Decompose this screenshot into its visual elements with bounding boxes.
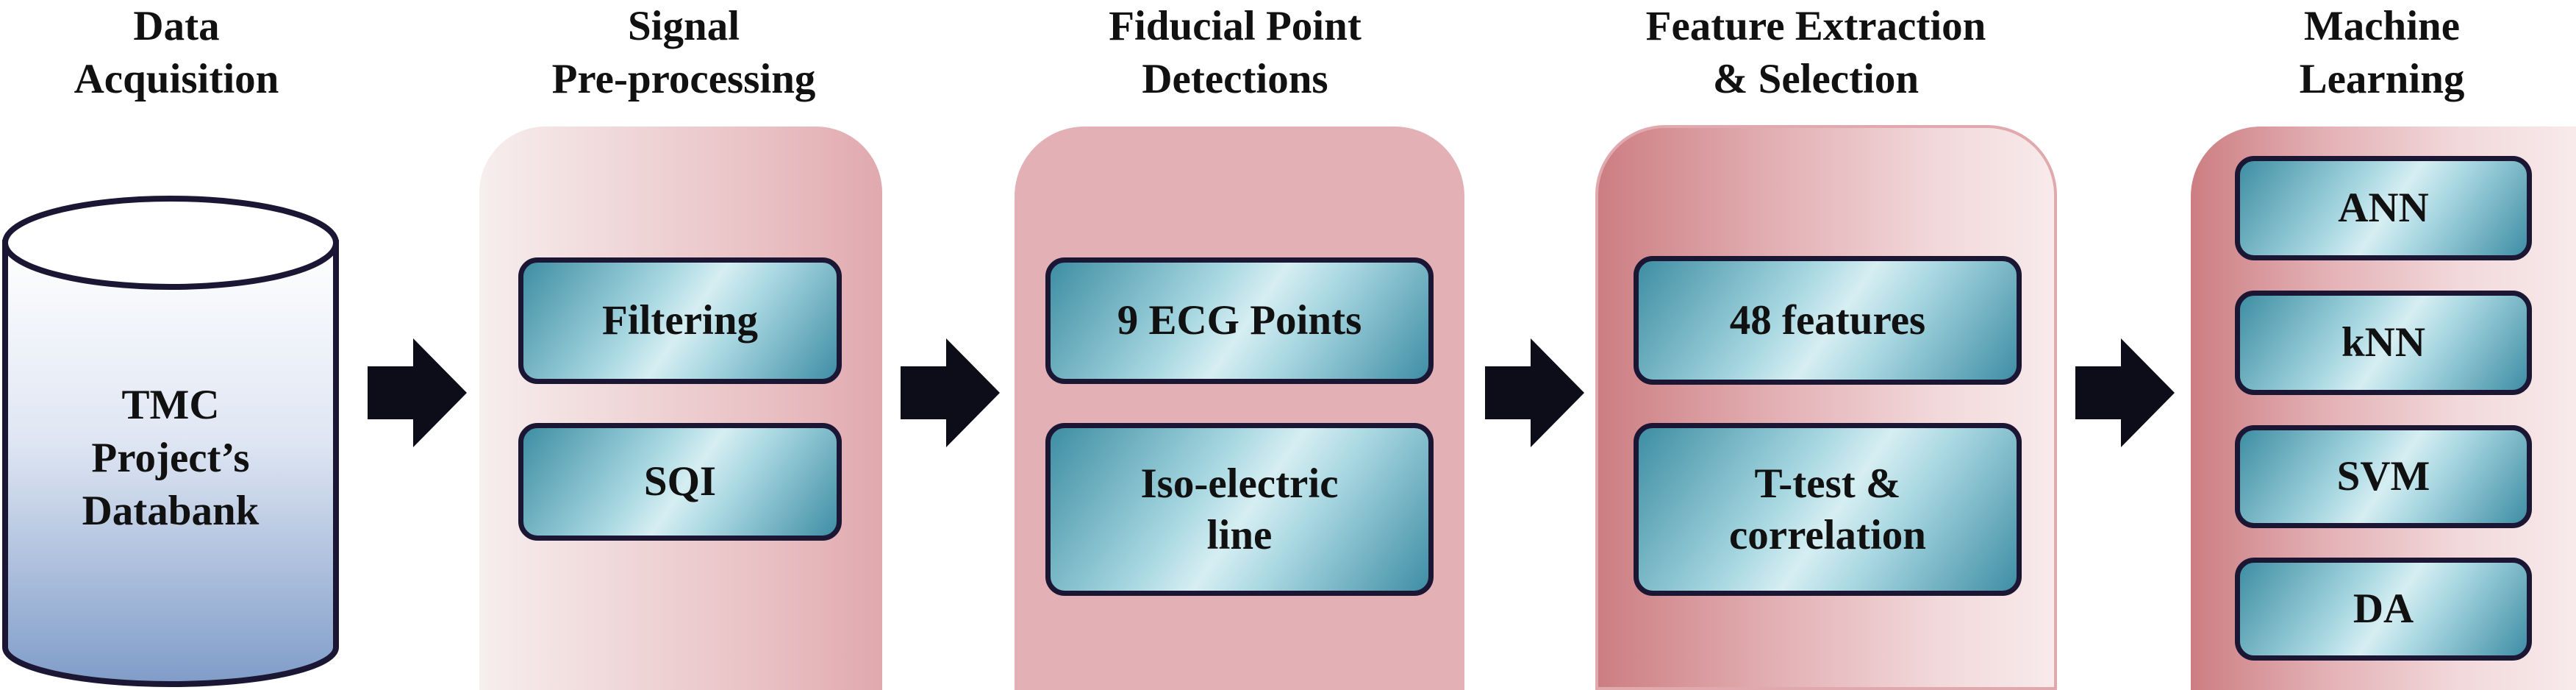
stage-title-fiducial-point: Fiducial Point Detections [1015,0,1456,106]
features-count-box: 48 features [1634,256,2022,385]
stage-title-line: Machine [2303,3,2461,49]
database-label: TMC Project’s Databank [22,379,319,538]
stage-title-data-acquisition: Data Acquisition [29,0,323,106]
stage-title-line: Acquisition [74,56,279,102]
database-label-line: Databank [82,488,260,534]
knn-label: kNN [2341,319,2426,366]
stage-title-machine-learning: Machine Learning [2235,0,2529,106]
ttest-correlation-label-line: T-test & [1754,460,1901,507]
sqi-box: SQI [518,423,842,541]
stage-title-line: Detections [1142,56,1328,102]
stage-title-line: & Selection [1712,56,1920,102]
sqi-label: SQI [643,458,717,505]
iso-electric-label-line: line [1206,511,1273,558]
cylinder-body [2,240,339,687]
knn-box: kNN [2235,291,2532,395]
cylinder-top [2,196,339,290]
iso-electric-label-line: Iso-electric [1140,460,1339,507]
preprocessing-panel [479,127,882,690]
fiducial-panel [1015,127,1464,690]
arrow-right-icon [901,338,1000,447]
svm-label: SVM [2336,453,2430,499]
database-label-line: TMC [121,382,220,428]
database-cylinder-icon [2,196,339,687]
ecg-points-label: 9 ECG Points [1117,297,1362,344]
stage-title-feature-extraction: Feature Extraction & Selection [1595,0,2036,106]
filtering-box: Filtering [518,257,842,384]
stage-title-signal-preprocessing: Signal Pre-processing [500,0,867,106]
stage-title-line: Fiducial Point [1109,3,1362,49]
ecg-points-box: 9 ECG Points [1045,257,1434,384]
arrow-right-icon [1485,338,1584,447]
ttest-correlation-label-line: correlation [1728,511,1927,558]
features-count-label: 48 features [1729,296,1926,344]
filtering-label: Filtering [601,297,759,344]
arrow-right-icon [368,338,467,447]
ann-label: ANN [2338,185,2429,231]
stage-title-line: Feature Extraction [1645,3,1986,49]
arrow-right-icon [2075,338,2175,447]
da-box: DA [2235,558,2532,661]
features-panel [1595,125,2057,690]
stage-title-line: Signal [627,3,740,49]
ttest-correlation-box: T-test & correlation [1634,423,2022,596]
ann-box: ANN [2235,156,2532,260]
stage-title-line: Pre-processing [551,56,816,102]
iso-electric-box: Iso-electric line [1045,423,1434,596]
stage-title-line: Data [133,3,220,49]
database-label-line: Project’s [91,435,250,481]
stage-title-line: Learning [2299,56,2465,102]
svm-box: SVM [2235,425,2532,528]
da-label: DA [2353,586,2414,632]
